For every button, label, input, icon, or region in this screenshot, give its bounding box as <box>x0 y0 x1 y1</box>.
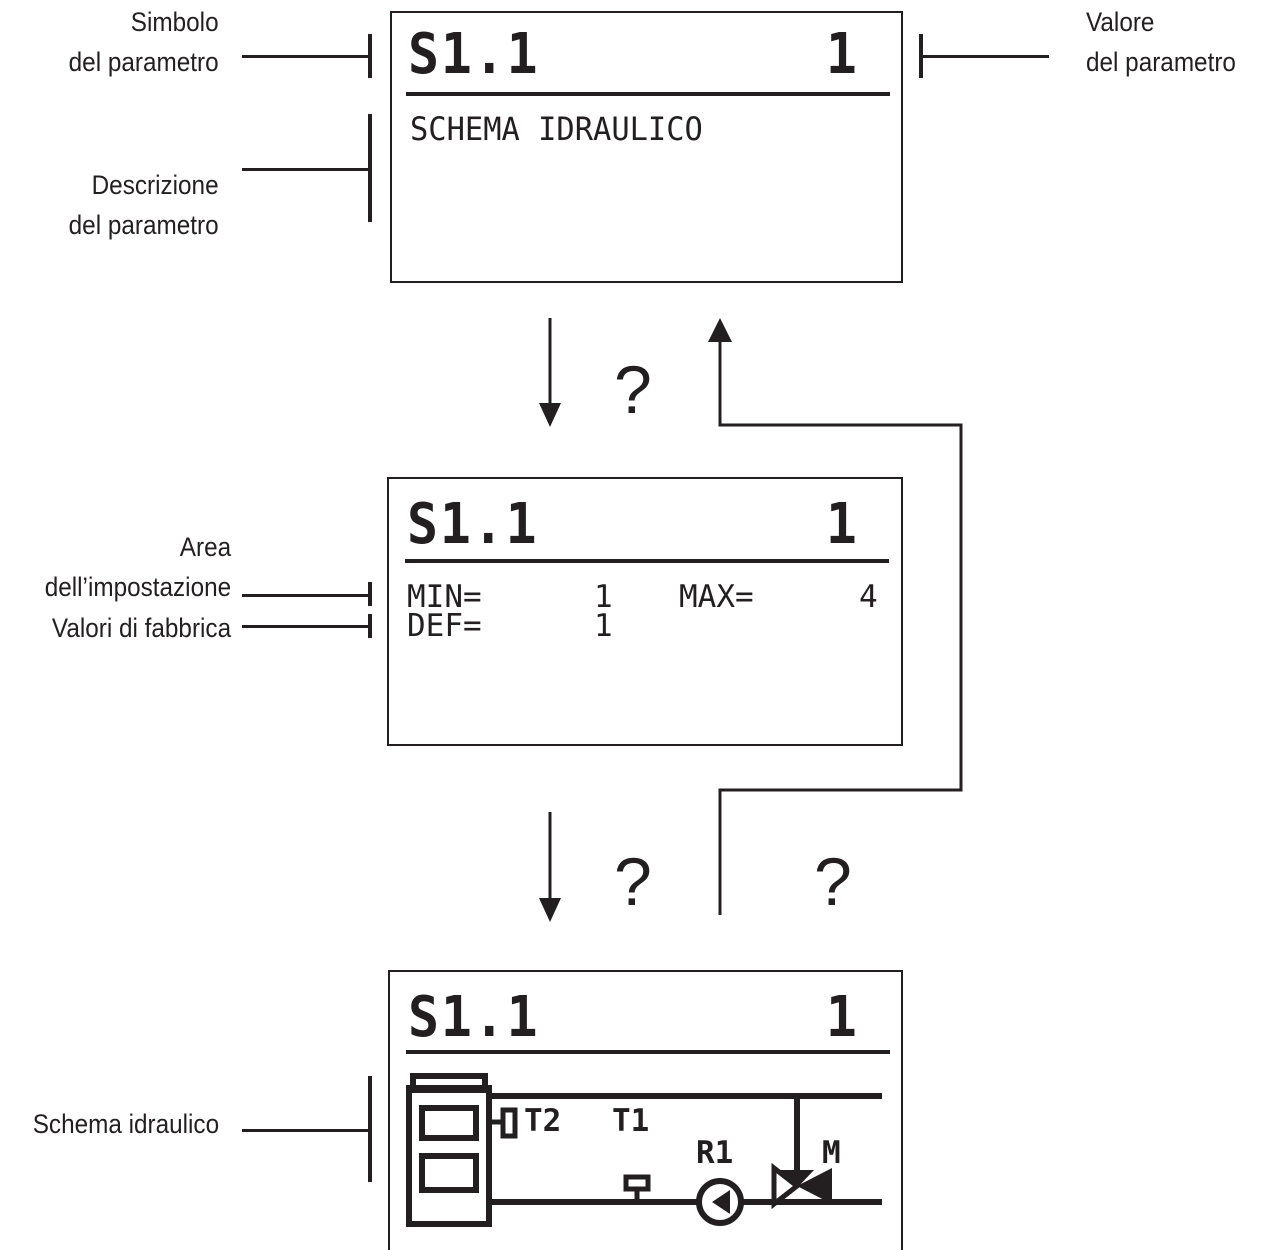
factory-pointer-bracket <box>368 614 372 638</box>
description-pointer-bracket <box>368 114 372 222</box>
screen-divider <box>405 559 889 563</box>
area-label: Area dell’impostazione <box>45 527 231 607</box>
arrow-return-up <box>708 318 963 915</box>
hydraulic-scheme-drawing <box>406 1073 882 1227</box>
description-label-line1: Descrizione <box>92 170 219 200</box>
description-label-line2: del parametro <box>69 210 219 240</box>
def-label: DEF= <box>407 608 482 644</box>
symbol-pointer-bracket <box>368 34 372 78</box>
screen-divider <box>406 1050 890 1054</box>
label-m: M <box>822 1135 841 1171</box>
boiler-icon <box>406 1073 492 1227</box>
label-r1: R1 <box>696 1135 734 1171</box>
symbol-pointer-line <box>242 55 370 58</box>
factory-values-label: Valori di fabbrica <box>51 613 231 643</box>
max-label: MAX= <box>679 579 754 615</box>
description-pointer-line <box>242 168 370 171</box>
label-t1: T1 <box>612 1103 650 1139</box>
screen-description: S1.1 1 SCHEMA IDRAULICO <box>390 11 903 283</box>
pump-r1-icon <box>696 1178 744 1226</box>
parameter-value: 1 <box>826 22 859 87</box>
sensor-t2-icon <box>489 1107 518 1139</box>
value-label-line1: Valore <box>1086 7 1155 37</box>
value-label: Valore del parametro <box>1086 2 1236 82</box>
screen-divider <box>406 92 890 96</box>
parameter-value: 1 <box>826 985 859 1050</box>
label-t2: T2 <box>524 1103 562 1139</box>
max-value: 4 <box>859 579 878 615</box>
parameter-description: SCHEMA IDRAULICO <box>410 110 703 148</box>
min-label: MIN= <box>407 579 482 615</box>
arrow-down-1 <box>539 318 561 427</box>
question-mark-2: ? <box>614 844 652 920</box>
value-pointer-bracket <box>919 34 923 78</box>
mixing-valve-m-icon <box>771 1096 832 1210</box>
scheme-pointer-line <box>242 1129 370 1132</box>
scheme-pointer-bracket <box>368 1076 372 1182</box>
area-label-line1: Area <box>179 532 231 562</box>
factory-pointer-line <box>242 625 370 628</box>
hydraulic-scheme-label: Schema idraulico <box>32 1109 219 1139</box>
parameter-symbol: S1.1 <box>407 492 539 557</box>
parameter-symbol: S1.1 <box>408 22 540 87</box>
description-label: Descrizione del parametro <box>69 165 219 245</box>
symbol-label-line1: Simbolo <box>131 7 219 37</box>
screen-settings: S1.1 1 MIN= 1 MAX= 4 DEF= 1 <box>387 477 903 746</box>
area-label-line2: dell’impostazione <box>44 572 231 602</box>
question-mark-3: ? <box>814 844 852 920</box>
def-value: 1 <box>594 608 613 644</box>
value-label-line2: del parametro <box>1086 47 1236 77</box>
parameter-value: 1 <box>826 492 859 557</box>
symbol-label-line2: del parametro <box>69 47 219 77</box>
sensor-t1-icon <box>623 1174 651 1202</box>
min-value: 1 <box>594 579 613 615</box>
arrow-down-2 <box>539 812 561 922</box>
question-mark-1: ? <box>614 352 652 428</box>
symbol-label: Simbolo del parametro <box>69 2 219 82</box>
area-pointer-line <box>242 594 370 597</box>
parameter-symbol: S1.1 <box>408 985 540 1050</box>
area-pointer-bracket <box>368 582 372 606</box>
screen-hydraulic-scheme: S1.1 1 <box>388 970 903 1250</box>
value-pointer-line <box>921 55 1049 58</box>
